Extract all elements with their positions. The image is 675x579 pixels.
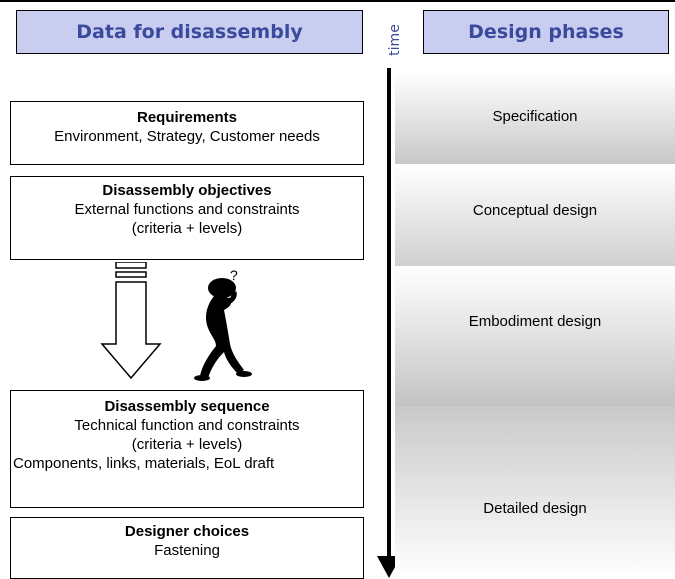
phase-specification-label: Specification <box>492 107 578 125</box>
phase-conceptual-design: Conceptual design <box>395 164 675 266</box>
requirements-line: Environment, Strategy, Customer needs <box>54 128 320 145</box>
phase-detailed-design: Detailed design <box>395 406 675 579</box>
sequence-title: Disassembly sequence <box>104 398 270 415</box>
objectives-line-1: External functions and constraints <box>74 201 300 218</box>
box-designer-choices: Designer choices Fastening <box>10 517 364 579</box>
box-disassembly-objectives: Disassembly objectives External function… <box>10 176 364 260</box>
svg-text:?: ? <box>230 267 238 283</box>
sequence-line-2: (criteria + levels) <box>131 436 243 453</box>
phase-detailed-label: Detailed design <box>483 500 587 517</box>
box-requirements: Requirements Environment, Strategy, Cust… <box>10 101 364 165</box>
header-left-label: Data for disassembly <box>76 21 303 43</box>
box-disassembly-sequence: Disassembly sequence Technical function … <box>10 390 364 508</box>
objectives-line-2: (criteria + levels) <box>131 220 243 237</box>
thinking-person-icon: ? <box>194 267 252 381</box>
objectives-title: Disassembly objectives <box>102 182 272 199</box>
time-axis-label: time <box>387 24 403 56</box>
sequence-line-1: Technical function and constraints <box>74 417 300 434</box>
header-right-label: Design phases <box>468 21 624 43</box>
designer-choices-line: Fastening <box>154 542 220 559</box>
sequence-line-3: Components, links, materials, EoL draft <box>13 455 275 472</box>
phase-embodiment-label: Embodiment design <box>468 312 602 330</box>
phase-specification: Specification <box>395 72 675 164</box>
phase-embodiment-design: Embodiment design <box>395 266 675 406</box>
requirements-title: Requirements <box>136 109 238 126</box>
phase-conceptual-label: Conceptual design <box>472 201 598 219</box>
designer-choices-title: Designer choices <box>124 523 250 540</box>
top-rule <box>0 0 675 2</box>
time-axis-line <box>387 68 391 562</box>
header-design-phases: Design phases <box>423 10 669 54</box>
header-data-for-disassembly: Data for disassembly <box>16 10 363 54</box>
down-arrow-icon <box>100 262 162 380</box>
